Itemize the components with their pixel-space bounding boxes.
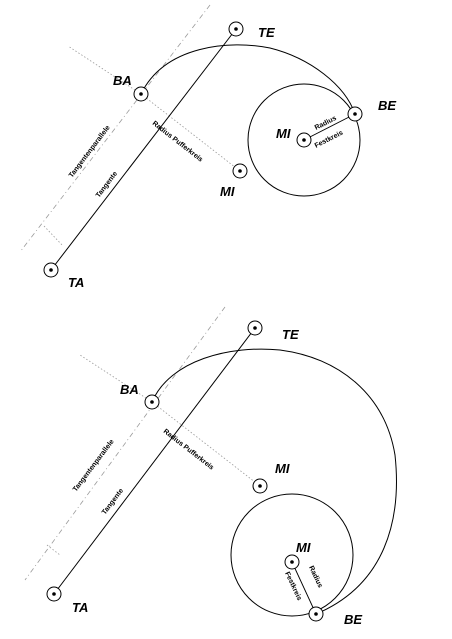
tangent-parallel-line xyxy=(19,4,211,253)
buffer-arc xyxy=(140,44,356,115)
point-ta xyxy=(46,586,62,602)
label-ta: TA xyxy=(72,600,88,615)
point-ba xyxy=(133,86,149,102)
offset-tick xyxy=(43,225,64,247)
tangent-line xyxy=(50,28,237,271)
point-te xyxy=(247,320,263,336)
fixed-radius-line xyxy=(291,561,317,615)
buffer-radius-line xyxy=(151,401,261,487)
label-radius: Radius xyxy=(307,565,323,589)
point-be xyxy=(308,606,324,622)
fixed-radius-line xyxy=(303,113,356,141)
label-tangent: Tangente xyxy=(101,487,125,516)
offset-line xyxy=(67,45,142,95)
label-te: TE xyxy=(258,25,275,40)
label-tangent-parallel: Tangentenparallele xyxy=(72,438,116,493)
diagram-bottom: TE BA MI MI BE TA Tangentenparallele Tan… xyxy=(24,306,397,627)
label-ta: TA xyxy=(68,275,84,290)
label-mi-fixed: MI xyxy=(276,126,291,141)
label-fixed-circle: Festkreis xyxy=(283,571,302,602)
point-te xyxy=(228,21,244,37)
fixed-circle xyxy=(247,83,361,197)
point-mi-fixed xyxy=(296,132,312,148)
label-tangent: Tangente xyxy=(95,170,119,199)
label-mi-buffer: MI xyxy=(220,184,235,199)
offset-tick xyxy=(46,544,61,556)
point-mi-buffer xyxy=(232,163,248,179)
buffer-radius-line xyxy=(140,93,241,172)
label-be: BE xyxy=(344,612,362,627)
fixed-circle xyxy=(230,493,354,617)
label-buffer-radius: Radius Pufferkreis xyxy=(151,120,204,164)
point-ba xyxy=(144,394,160,410)
tangent-parallel-line xyxy=(24,306,226,581)
buffer-arc xyxy=(151,348,397,615)
point-be xyxy=(347,106,363,122)
label-be: BE xyxy=(378,98,396,113)
label-ba: BA xyxy=(113,73,132,88)
label-mi-buffer: MI xyxy=(275,461,290,476)
label-mi-fixed: MI xyxy=(296,540,311,555)
label-buffer-radius: Radius Pufferkreis xyxy=(162,428,215,472)
point-ta xyxy=(43,262,59,278)
tangent-line xyxy=(53,327,256,595)
offset-line xyxy=(79,354,153,403)
label-ba: BA xyxy=(120,382,139,397)
label-te: TE xyxy=(282,327,299,342)
label-tangent-parallel: Tangentenparallele xyxy=(68,124,112,179)
point-mi-fixed xyxy=(284,554,300,570)
point-mi-buffer xyxy=(252,478,268,494)
diagram-top: TE BA BE MI MI TA Tangentenparallele Tan… xyxy=(19,4,396,290)
